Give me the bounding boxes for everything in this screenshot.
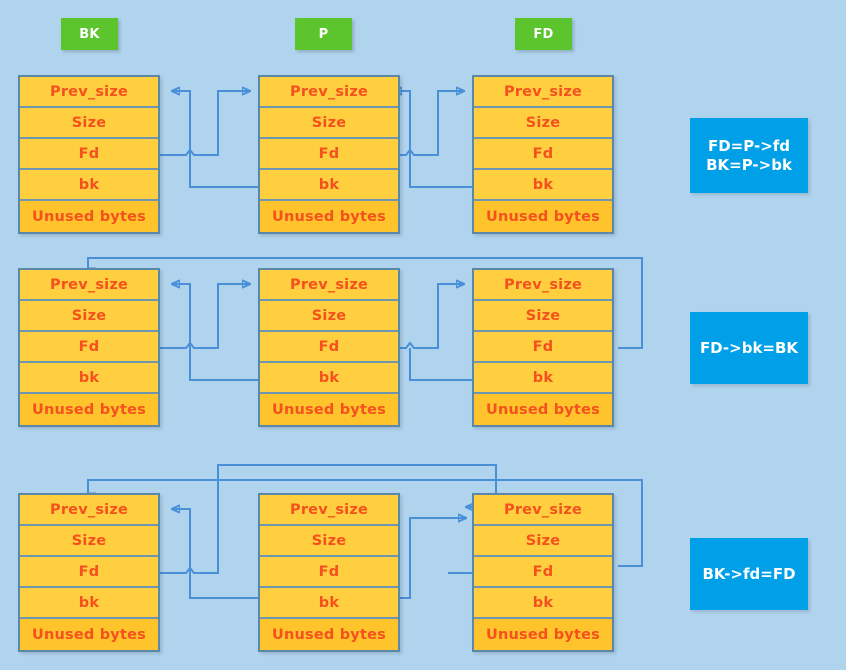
field-fd: Fd bbox=[260, 332, 398, 363]
field-prev-size: Prev_size bbox=[20, 495, 158, 526]
field-unused-bytes: Unused bytes bbox=[474, 619, 612, 650]
wire-fd-bk-bracket bbox=[409, 348, 472, 381]
pointer-label-p: P bbox=[295, 18, 352, 50]
field-bk: bk bbox=[260, 588, 398, 619]
field-unused-bytes: Unused bytes bbox=[20, 619, 158, 650]
wire-p-bk-to-bk-prev bbox=[172, 91, 258, 188]
field-prev-size: Prev_size bbox=[260, 270, 398, 301]
note-row-3: BK->fd=FD bbox=[690, 538, 808, 610]
pointer-label-bk: BK bbox=[61, 18, 118, 50]
field-prev-size: Prev_size bbox=[260, 495, 398, 526]
note-line: FD->bk=BK bbox=[699, 338, 799, 357]
field-fd: Fd bbox=[20, 557, 158, 588]
field-prev-size: Prev_size bbox=[474, 495, 612, 526]
wire-fd-bk-to-p-prev bbox=[394, 91, 472, 188]
field-bk: bk bbox=[20, 363, 158, 394]
field-unused-bytes: Unused bytes bbox=[474, 394, 612, 425]
note-line: FD=P->fd bbox=[707, 136, 791, 155]
field-fd: Fd bbox=[474, 557, 612, 588]
field-size: Size bbox=[260, 301, 398, 332]
field-size: Size bbox=[260, 526, 398, 557]
field-fd: Fd bbox=[260, 557, 398, 588]
field-size: Size bbox=[474, 301, 612, 332]
pointer-label-fd: FD bbox=[515, 18, 572, 50]
note-line: BK=P->bk bbox=[706, 155, 792, 174]
field-prev-size: Prev_size bbox=[20, 77, 158, 108]
field-bk: bk bbox=[20, 170, 158, 201]
chunk-row3-bk: Prev_size Size Fd bk Unused bytes bbox=[18, 493, 160, 652]
wire-p-fd-to-fd-prev bbox=[398, 284, 464, 349]
wire-bk-fd-to-p-prev bbox=[160, 284, 250, 349]
wire-p-bk-to-bk-prev bbox=[172, 284, 258, 381]
field-prev-size: Prev_size bbox=[260, 77, 398, 108]
wire-p-bk-to-bk-prev bbox=[172, 509, 258, 599]
field-unused-bytes: Unused bytes bbox=[260, 394, 398, 425]
field-size: Size bbox=[20, 108, 158, 139]
field-fd: Fd bbox=[20, 139, 158, 170]
wire-p-side-to-fd-prev bbox=[398, 518, 466, 599]
chunk-row1-fd: Prev_size Size Fd bk Unused bytes bbox=[472, 75, 614, 234]
field-prev-size: Prev_size bbox=[474, 270, 612, 301]
note-line: BK->fd=FD bbox=[702, 564, 796, 583]
chunk-row3-fd: Prev_size Size Fd bk Unused bytes bbox=[472, 493, 614, 652]
note-row-2: FD->bk=BK bbox=[690, 312, 808, 384]
field-size: Size bbox=[474, 526, 612, 557]
field-size: Size bbox=[20, 301, 158, 332]
wire-p-fd-to-fd-prev bbox=[400, 91, 464, 156]
chunk-row2-fd: Prev_size Size Fd bk Unused bytes bbox=[472, 268, 614, 427]
wire-bk-fd-to-p-prev bbox=[160, 91, 250, 156]
field-bk: bk bbox=[474, 363, 612, 394]
field-bk: bk bbox=[260, 363, 398, 394]
field-bk: bk bbox=[474, 170, 612, 201]
field-unused-bytes: Unused bytes bbox=[20, 201, 158, 232]
field-bk: bk bbox=[474, 588, 612, 619]
field-bk: bk bbox=[20, 588, 158, 619]
chunk-row2-p: Prev_size Size Fd bk Unused bytes bbox=[258, 268, 400, 427]
field-fd: Fd bbox=[474, 139, 612, 170]
field-prev-size: Prev_size bbox=[474, 77, 612, 108]
field-prev-size: Prev_size bbox=[20, 270, 158, 301]
chunk-row2-bk: Prev_size Size Fd bk Unused bytes bbox=[18, 268, 160, 427]
chunk-row1-bk: Prev_size Size Fd bk Unused bytes bbox=[18, 75, 160, 234]
field-size: Size bbox=[20, 526, 158, 557]
field-size: Size bbox=[260, 108, 398, 139]
chunk-row3-p: Prev_size Size Fd bk Unused bytes bbox=[258, 493, 400, 652]
field-size: Size bbox=[474, 108, 612, 139]
field-fd: Fd bbox=[474, 332, 612, 363]
field-unused-bytes: Unused bytes bbox=[260, 619, 398, 650]
note-row-1: FD=P->fd BK=P->bk bbox=[690, 118, 808, 193]
field-fd: Fd bbox=[260, 139, 398, 170]
field-unused-bytes: Unused bytes bbox=[474, 201, 612, 232]
field-bk: bk bbox=[260, 170, 398, 201]
chunk-row1-p: Prev_size Size Fd bk Unused bytes bbox=[258, 75, 400, 234]
field-fd: Fd bbox=[20, 332, 158, 363]
field-unused-bytes: Unused bytes bbox=[260, 201, 398, 232]
field-unused-bytes: Unused bytes bbox=[20, 394, 158, 425]
